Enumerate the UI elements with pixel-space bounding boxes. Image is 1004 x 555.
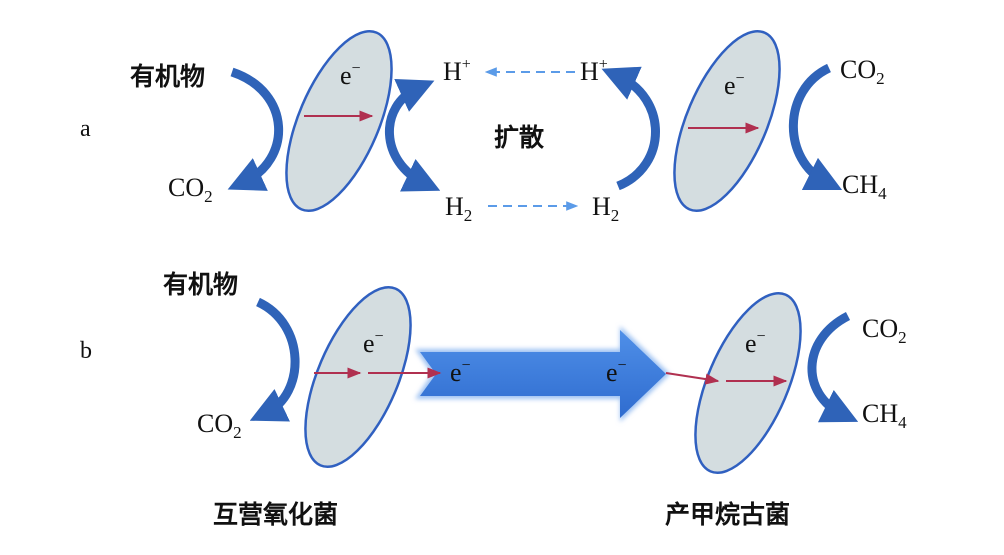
b-ch4-label: CH4 (862, 399, 907, 432)
panel-b: b 有机物 CO2 e− e− e− e− CO2 CH4 (80, 270, 907, 474)
a-syntroph-cell (285, 30, 393, 212)
panel-a-label: a (80, 116, 91, 142)
b-syntroph-cell (304, 286, 412, 468)
a-h2-left: H2 (445, 192, 472, 225)
b-electron-right: e− (745, 328, 766, 358)
a-co2-out-label: CO2 (168, 173, 213, 206)
a-co2-to-ch4-arrow (788, 63, 843, 191)
caption-syntroph: 互营氧化菌 (213, 500, 338, 529)
b-methanogen-cell (694, 292, 802, 474)
b-organic-label: 有机物 (163, 270, 238, 299)
panel-a: a 有机物 CO2 e− H+ H+ 扩散 H2 H2 e− CO2 CH4 (80, 30, 887, 225)
a-electron-right: e− (724, 70, 745, 100)
b-co2-in-label: CO2 (862, 314, 907, 347)
a-h-to-methanogen-arrows (601, 66, 660, 191)
a-organic-label: 有机物 (130, 62, 205, 91)
a-hplus-left: H+ (443, 56, 471, 86)
b-electron-transfer-big-arrow (420, 330, 666, 418)
b-co2-to-ch4-arrow (807, 311, 859, 423)
a-hplus-right: H+ (580, 56, 608, 86)
a-cell-to-h-arrows (384, 79, 441, 192)
b-electron-left: e− (363, 328, 384, 358)
a-h2-right: H2 (592, 192, 619, 225)
a-electron-left: e− (340, 60, 361, 90)
b-co2-out-label: CO2 (197, 409, 242, 442)
a-diffusion-label: 扩散 (494, 123, 544, 152)
panel-b-label: b (80, 338, 92, 364)
a-co2-in-label: CO2 (840, 55, 885, 88)
a-organic-to-co2-arrow (227, 67, 283, 191)
b-arrow-electron-end: e− (606, 357, 627, 387)
b-electron-entry-arrow (665, 372, 720, 385)
caption-methanogen: 产甲烷古菌 (665, 500, 790, 529)
b-organic-to-co2-arrow (249, 297, 300, 422)
a-ch4-label: CH4 (842, 170, 887, 203)
a-methanogen-cell (673, 30, 781, 212)
b-arrow-electron-start: e− (450, 357, 471, 387)
